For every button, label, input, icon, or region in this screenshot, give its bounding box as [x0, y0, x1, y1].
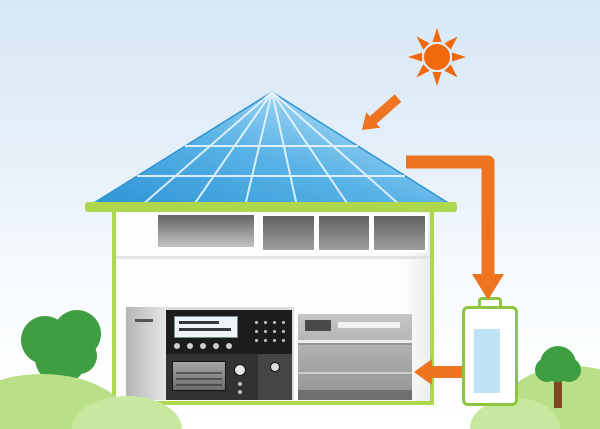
storage-battery — [462, 306, 518, 406]
sunlight-arrow — [362, 94, 402, 130]
dishwasher-slot — [338, 322, 400, 328]
button-grid — [252, 318, 286, 348]
kitchen-appliance-block — [126, 307, 294, 400]
tree-foliage — [21, 310, 101, 384]
oven-control-side — [258, 354, 292, 400]
roof-eave — [85, 202, 457, 212]
left-tree — [21, 310, 101, 404]
control-display — [174, 316, 238, 338]
microwave-button — [238, 382, 242, 386]
knob — [187, 343, 193, 349]
dishwasher-base — [298, 390, 412, 400]
house — [112, 206, 434, 405]
roof-to-battery-arrow — [406, 155, 504, 300]
floor-divider — [116, 256, 430, 259]
upper-windows — [260, 213, 428, 253]
right-tree — [535, 346, 581, 408]
cabinet — [126, 307, 166, 400]
display-text-line — [179, 328, 231, 331]
oven-knob — [270, 362, 280, 372]
microwave-button — [238, 390, 242, 394]
dishwasher-control — [305, 320, 331, 331]
display-text-line — [179, 321, 219, 324]
panel-grid-lines — [137, 91, 405, 207]
arrow-head — [472, 274, 504, 300]
knob — [213, 343, 219, 349]
knob — [200, 343, 206, 349]
solar-panel-roof — [85, 91, 457, 212]
window-pane — [374, 216, 426, 250]
arrow-conduit — [406, 155, 495, 278]
battery-to-house-arrow — [414, 359, 462, 385]
microwave-window-slats — [176, 368, 222, 386]
sun-disc — [424, 44, 450, 70]
knob — [174, 343, 180, 349]
arrow-shape — [414, 359, 462, 385]
microwave-window — [172, 361, 226, 391]
range-hood — [158, 215, 254, 247]
sun-icon — [408, 28, 466, 86]
battery-cell — [474, 329, 500, 393]
microwave-knob — [234, 364, 246, 376]
cabinet-handle — [135, 319, 153, 322]
sun-rays — [408, 28, 466, 86]
knob — [226, 343, 232, 349]
kitchen-control-panel — [166, 310, 292, 354]
dishwasher — [298, 314, 412, 400]
knob-row — [174, 343, 244, 349]
window-pane — [318, 216, 370, 250]
tree-trunk — [554, 376, 562, 408]
dishwasher-handle-seam — [298, 340, 412, 343]
tree-foliage — [535, 346, 581, 382]
window-pane — [263, 216, 314, 250]
arrow-shape — [362, 94, 402, 130]
microwave-oven — [166, 354, 258, 400]
dishwasher-panel-line — [298, 372, 412, 374]
